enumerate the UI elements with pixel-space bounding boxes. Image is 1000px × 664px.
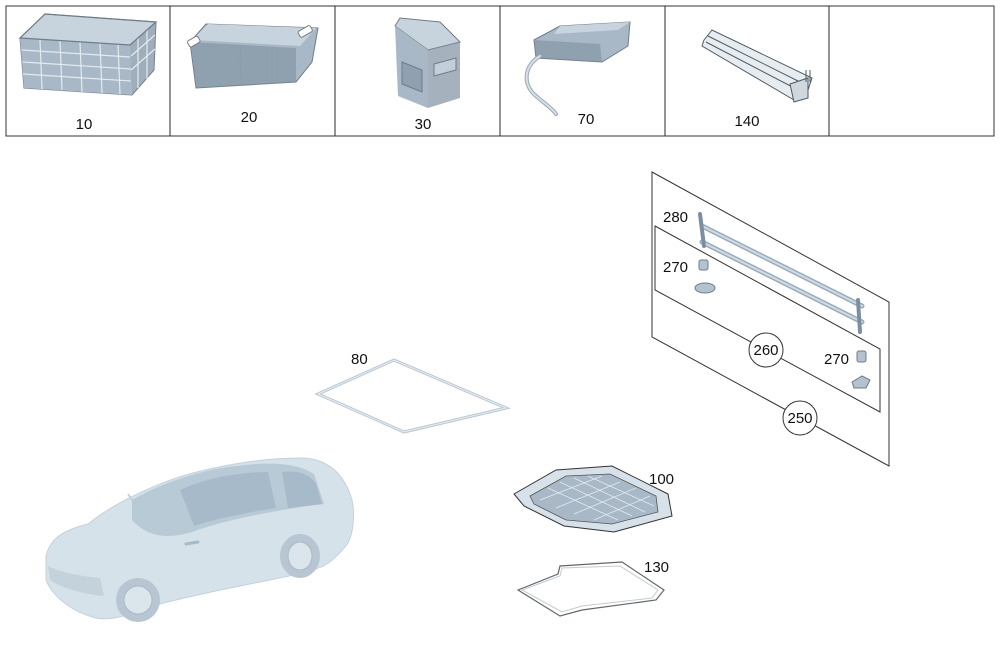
part-label-260: 260 [753, 342, 778, 359]
thumbnail-number: 20 [241, 109, 258, 126]
part-label-270: 270 [663, 259, 688, 276]
thumbnail-cell-10[interactable]: 10 [18, 13, 158, 133]
roof-rail-bar-icon [701, 29, 813, 103]
crossbar-280 [698, 212, 865, 334]
thumbnail-number: 10 [76, 116, 93, 133]
cool-box-icon [394, 17, 461, 108]
clip-270-left [694, 259, 716, 294]
assembly-panel-260 [654, 225, 881, 413]
part-label-100: 100 [649, 471, 674, 488]
part-label-280: 280 [663, 209, 688, 226]
part-label-270: 270 [824, 351, 849, 368]
callout-circle-260 [748, 332, 784, 368]
thumbnail-cell-70[interactable]: 70 [524, 21, 631, 128]
storage-tray-icon [187, 23, 319, 89]
thumbnail-cell-20[interactable]: 20 [187, 23, 319, 126]
cable-pouch-icon [524, 21, 631, 116]
thumbnail-number: 70 [578, 111, 595, 128]
assembly-panel-250 [651, 171, 890, 467]
part-label-250: 250 [787, 410, 812, 427]
roof-rail-assembly[interactable]: 280 270 270 260 250 [651, 171, 890, 467]
station-wagon-illustration [45, 457, 355, 622]
clip-270-right [851, 350, 871, 389]
thumbnail-cell-140[interactable]: 140 [701, 29, 813, 130]
callout-circle-250 [782, 400, 818, 436]
part-130-floor-mat[interactable]: 130 [516, 559, 669, 617]
part-label-130: 130 [644, 559, 669, 576]
thumbnail-number: 30 [415, 116, 432, 133]
thumbnail-number: 140 [734, 113, 759, 130]
part-100-cargo-tray[interactable]: 100 [513, 465, 674, 533]
folding-crate-icon [18, 13, 158, 96]
part-80-frame[interactable]: 80 [314, 351, 511, 434]
part-label-80: 80 [351, 351, 368, 368]
thumbnail-strip: 10 20 30 [5, 5, 995, 160]
thumbnail-cell-30[interactable]: 30 [394, 17, 461, 160]
